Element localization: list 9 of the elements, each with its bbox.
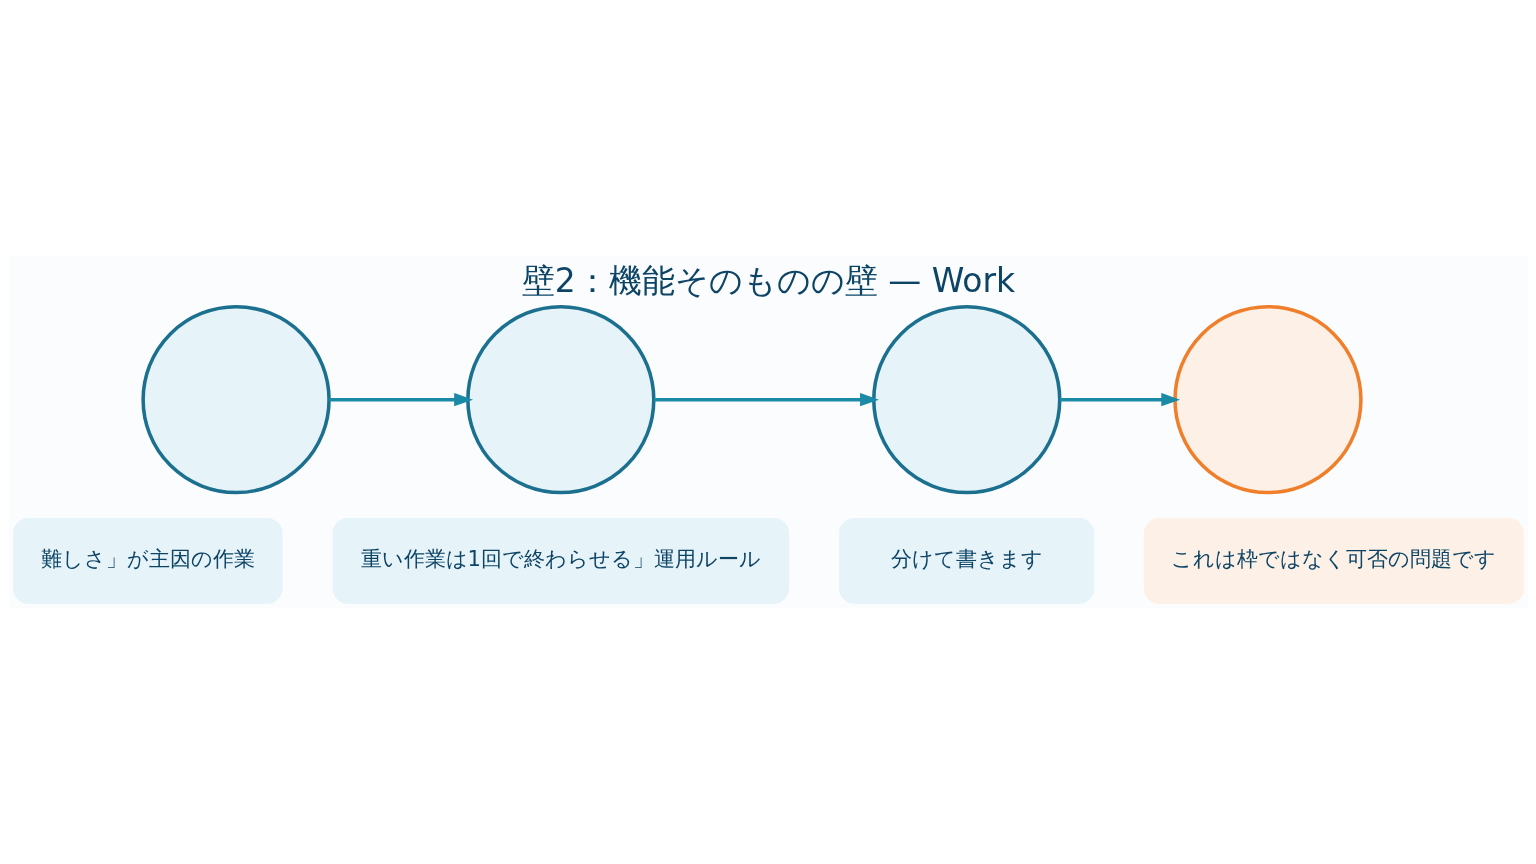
node-box: これは枠ではなく可否の問題です bbox=[1143, 517, 1524, 604]
node-circle bbox=[140, 304, 331, 495]
diagram-title: 壁2：機能そのものの壁 — Work bbox=[521, 260, 1015, 300]
arrow bbox=[1059, 393, 1180, 407]
node-circle bbox=[871, 304, 1061, 495]
node-circle bbox=[465, 304, 656, 495]
arrow bbox=[328, 393, 473, 407]
node-circle bbox=[1172, 304, 1363, 495]
arrow bbox=[653, 393, 879, 407]
